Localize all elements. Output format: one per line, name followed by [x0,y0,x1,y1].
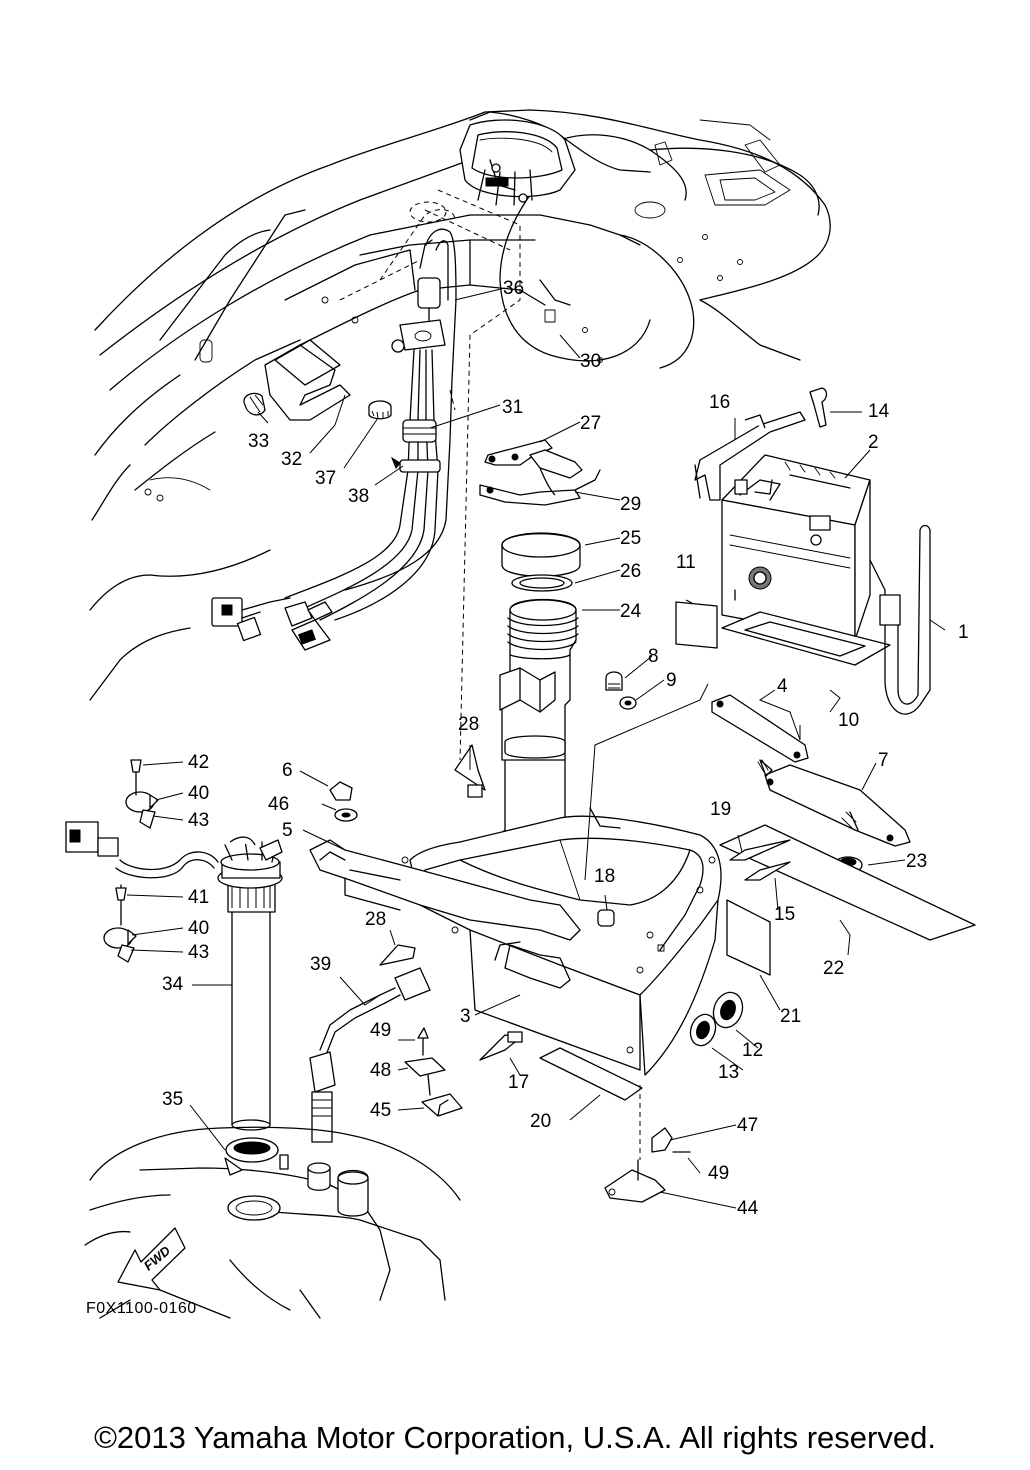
callout-48: 48 [370,1060,391,1081]
callout-35: 35 [162,1089,183,1110]
callout-8: 8 [648,646,659,667]
callout-45: 45 [370,1100,391,1121]
callout-30: 30 [580,351,601,372]
fuel-tank-outline [84,1126,461,1319]
callout-33: 33 [248,431,269,452]
callout-40a: 40 [188,783,209,804]
callout-41: 41 [188,887,209,908]
callout-42: 42 [188,752,209,773]
callout-9: 9 [666,670,677,691]
callout-21: 21 [780,1006,801,1027]
callout-28b: 28 [365,909,386,930]
callout-2: 2 [868,432,879,453]
callout-18: 18 [594,866,615,887]
callout-38: 38 [348,486,369,507]
callout-4: 4 [777,676,788,697]
callout-49a: 49 [370,1020,391,1041]
pads-20-22 [539,824,976,1101]
battery-band-16 [694,387,828,501]
copyright-notice: ©2013 Yamaha Motor Corporation, U.S.A. A… [94,1420,936,1455]
fuel-pump-34 [65,821,283,1131]
meter-unit [459,119,576,206]
bracket-rail-5 [309,839,581,989]
callout-5: 5 [282,820,293,841]
callout-14: 14 [868,401,890,422]
callout-36: 36 [503,278,524,299]
callout-49b: 49 [708,1163,729,1184]
callout-22: 22 [823,958,844,979]
stays-4-7 [711,694,911,874]
callout-39: 39 [310,954,331,975]
callout-15: 15 [774,904,795,925]
leader-lines [126,287,946,1209]
callout-23: 23 [906,851,927,872]
callout-1: 1 [958,622,969,643]
bracket-32-nut-33-collar-37 [243,339,392,421]
callout-7: 7 [878,750,889,771]
callout-13: 13 [718,1062,739,1083]
callout-11: 11 [676,552,696,573]
grommets-12-13 [689,991,744,1047]
brackets-44-45-47-48 [404,1027,691,1203]
diagram-code: F0X1100-0160 [86,1300,197,1317]
callout-25: 25 [620,528,641,549]
fwd-arrow: FWD [117,1227,186,1291]
callout-29: 29 [620,494,641,515]
callout-26: 26 [620,561,641,582]
callout-20: 20 [530,1111,551,1132]
wire-harness-36 [211,228,457,651]
callout-27: 27 [580,413,601,434]
callout-32: 32 [281,449,302,470]
callout-17: 17 [508,1072,529,1093]
callout-28a: 28 [458,714,479,735]
callout-44: 44 [737,1198,759,1219]
callout-46: 46 [268,794,289,815]
callout-24: 24 [620,601,642,622]
callout-31: 31 [502,397,523,418]
filler-neck-24 [469,532,581,861]
callout-6: 6 [282,760,293,781]
callout-12: 12 [742,1040,763,1061]
battery-2 [675,454,931,715]
callout-10: 10 [838,710,859,731]
callout-43b: 43 [188,942,209,963]
callout-16: 16 [709,392,730,413]
clamps-40-43 [103,759,159,963]
battery-box-3 [401,807,771,1076]
callout-34: 34 [162,974,184,995]
bands-27-29 [479,439,601,506]
callout-47: 47 [737,1115,758,1136]
callout-3: 3 [460,1006,471,1027]
callout-40b: 40 [188,918,209,939]
callout-37: 37 [315,468,336,489]
callout-19: 19 [710,799,731,820]
callout-43a: 43 [188,810,209,831]
hull-outline [89,109,831,701]
callout-labels: 1 2 3 4 5 6 7 8 9 10 11 12 13 14 15 16 1… [162,278,969,1219]
